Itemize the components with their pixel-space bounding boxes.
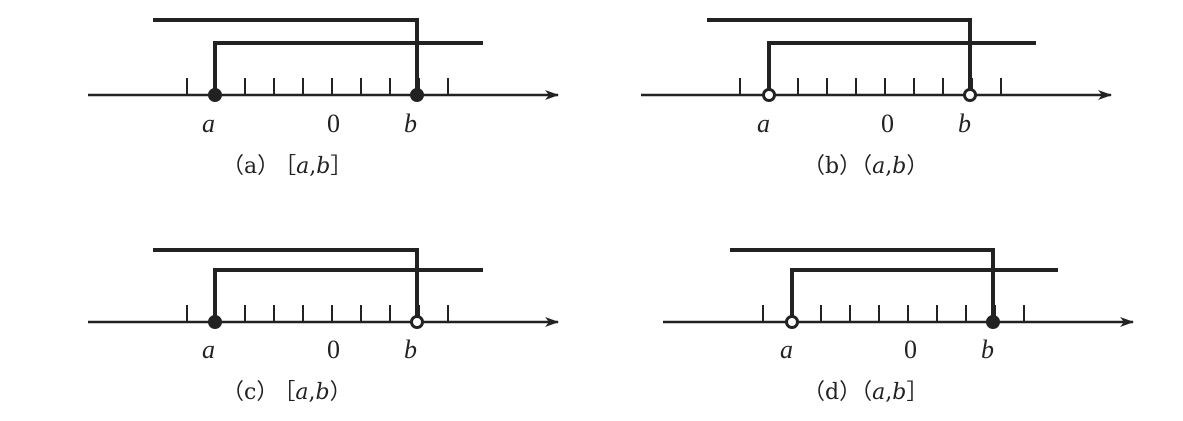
panel-b: a 0 b （b）（a,b） bbox=[641, 18, 1112, 179]
label-zero-b: 0 bbox=[881, 109, 894, 138]
label-zero-a: 0 bbox=[327, 109, 340, 138]
endpoint-b-d bbox=[986, 315, 1000, 329]
endpoint-a-c bbox=[208, 315, 222, 329]
upper-bar-c bbox=[153, 248, 419, 322]
ticks-a bbox=[186, 78, 449, 95]
caption-b: （b）（a,b） bbox=[803, 154, 928, 179]
endpoint-b-b bbox=[963, 88, 977, 102]
upper-bar-b bbox=[707, 18, 972, 95]
endpoint-b-c bbox=[410, 315, 424, 329]
ticks-b bbox=[739, 78, 1002, 95]
endpoint-a-a bbox=[208, 88, 222, 102]
label-a-b: a bbox=[757, 109, 770, 138]
label-b-a: b bbox=[404, 109, 417, 138]
caption-d: （d）（a,b］ bbox=[803, 380, 928, 405]
caption-c: （c）［a,b） bbox=[222, 380, 352, 405]
ticks-d bbox=[762, 305, 1025, 322]
lower-bar-c bbox=[213, 268, 483, 322]
label-zero-d: 0 bbox=[904, 335, 917, 364]
lower-bar-b bbox=[767, 41, 1036, 95]
label-b-c: b bbox=[404, 335, 417, 364]
upper-bar-a bbox=[153, 18, 419, 95]
label-a-d: a bbox=[780, 335, 793, 364]
label-zero-c: 0 bbox=[327, 335, 340, 364]
endpoint-a-b bbox=[762, 88, 776, 102]
ticks-c bbox=[186, 305, 449, 322]
label-a-a: a bbox=[202, 109, 215, 138]
label-b-d: b bbox=[981, 335, 994, 364]
panel-a: a 0 b （a）［a,b］ bbox=[88, 18, 559, 179]
label-a-c: a bbox=[202, 335, 215, 364]
endpoint-b-a bbox=[410, 88, 424, 102]
lower-bar-a bbox=[213, 41, 483, 95]
panel-d: a 0 b （d）（a,b］ bbox=[663, 248, 1134, 405]
upper-bar-d bbox=[730, 248, 995, 322]
caption-a: （a）［a,b］ bbox=[222, 154, 352, 179]
endpoint-a-d bbox=[785, 315, 799, 329]
lower-bar-d bbox=[790, 268, 1058, 322]
panel-c: a 0 b （c）［a,b） bbox=[88, 248, 559, 405]
label-b-b: b bbox=[958, 109, 971, 138]
